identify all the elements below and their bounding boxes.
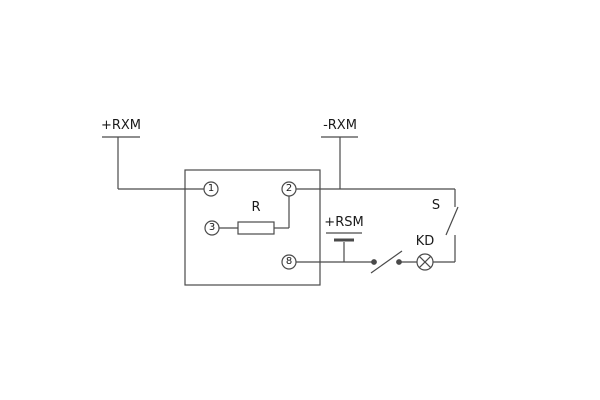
plus-rsm-label: +RSM	[324, 215, 364, 230]
minus-rxm-label: -RXM	[323, 118, 357, 133]
terminal-8-number: 8	[285, 256, 293, 267]
resistor-symbol	[237, 221, 275, 235]
link-blade	[370, 250, 403, 274]
terminal-2-number: 2	[285, 183, 293, 194]
terminal-1-circle	[203, 181, 219, 197]
lamp-label: KD	[415, 234, 435, 249]
switch-label: S	[431, 198, 441, 213]
link-left-dot	[371, 259, 377, 265]
resistor-label: R	[251, 200, 261, 215]
switch-blade	[445, 206, 459, 236]
relay-box	[184, 169, 321, 286]
terminal-3-number: 3	[208, 222, 216, 233]
plus-rxm-label: +RXM	[100, 118, 142, 133]
terminal-1-number: 1	[207, 183, 215, 194]
lamp-cross-2	[418, 255, 432, 269]
